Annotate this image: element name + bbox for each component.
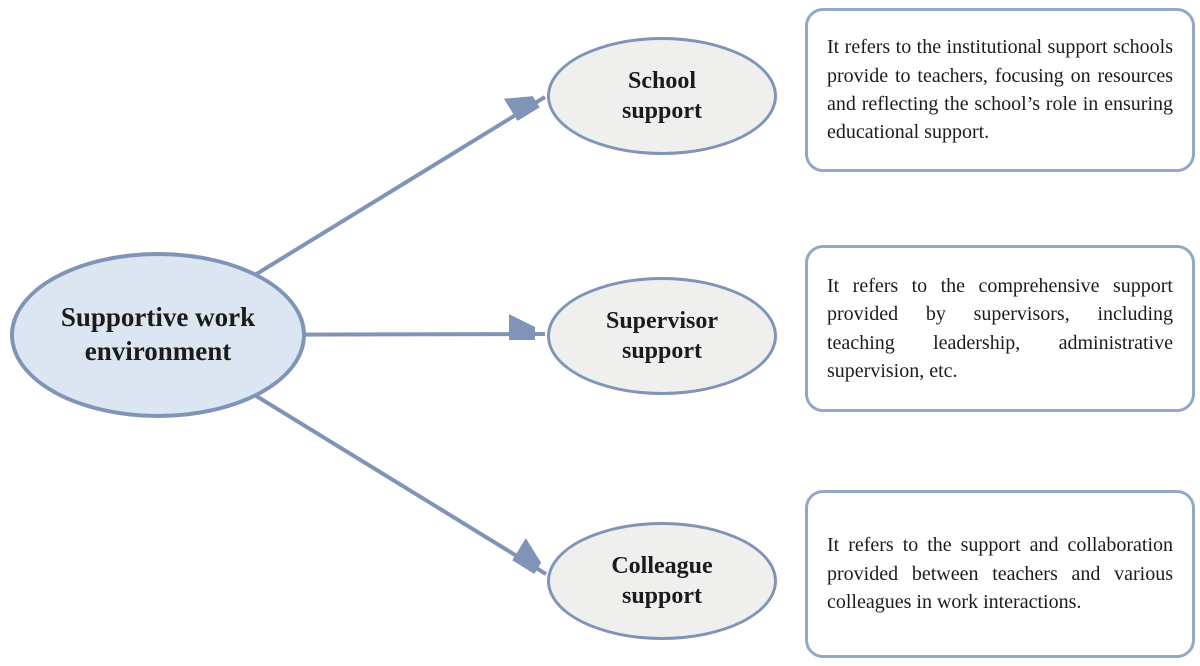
- description-text-supervisor-support: It refers to the comprehensive support p…: [827, 274, 1173, 382]
- node-colleague-support: Colleague support: [547, 522, 777, 640]
- description-box-school-support: It refers to the institutional support s…: [805, 8, 1195, 172]
- node-supervisor-support-label: Supervisor support: [605, 308, 718, 364]
- node-school-support: School support: [547, 37, 777, 155]
- description-box-colleague-support: It refers to the support and collaborati…: [805, 490, 1195, 658]
- description-text-colleague-support: It refers to the support and collaborati…: [827, 534, 1173, 614]
- root-node-label: Supportive work environment: [60, 302, 256, 366]
- node-supervisor-support: Supervisor support: [547, 277, 777, 395]
- description-text-school-support: It refers to the institutional support s…: [827, 36, 1173, 144]
- node-colleague-support-label: Colleague support: [611, 553, 713, 609]
- description-box-supervisor-support: It refers to the comprehensive support p…: [805, 245, 1195, 412]
- root-node-supportive-work-environment: Supportive work environment: [10, 252, 306, 418]
- node-school-support-label: School support: [621, 68, 703, 124]
